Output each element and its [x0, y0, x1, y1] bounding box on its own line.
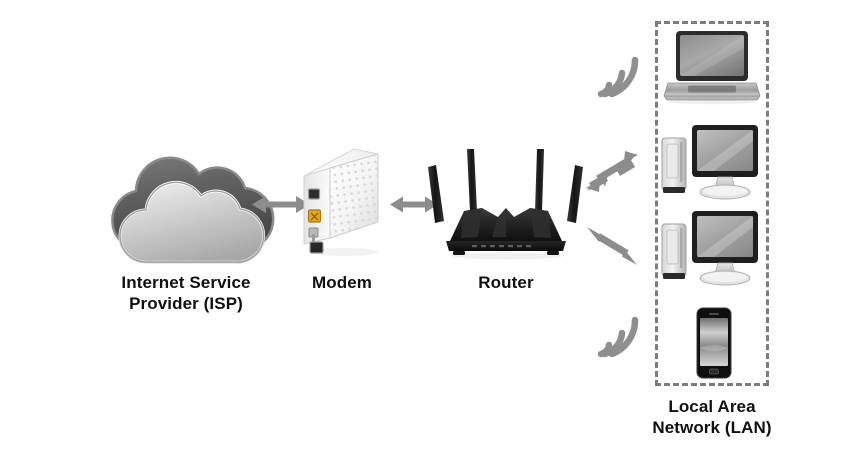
connection-isp-modem: [252, 192, 310, 218]
connection-modem-router: [390, 192, 438, 218]
lan-device-smartphone: [694, 307, 734, 379]
router-antennas: [428, 149, 583, 223]
smartphone-icon: [696, 307, 732, 379]
cloud-icon: [111, 156, 275, 264]
desktop-computer-icon: [661, 125, 758, 200]
router-icon: [428, 149, 583, 260]
wifi-signal-icon: [597, 56, 639, 98]
lan-device-desktop-2: [658, 208, 762, 290]
double-arrow-diagonal-icon: [587, 227, 637, 265]
connection-router-desktop-2: [586, 224, 638, 268]
router-node: [420, 145, 592, 260]
lan-boundary-box: [655, 21, 769, 386]
modem-icon: [303, 148, 379, 256]
connection-router-desktop-1: [586, 150, 638, 194]
lan-label: Local Area Network (LAN): [652, 397, 772, 437]
wifi-signal-smartphone: [595, 308, 641, 358]
lan-device-laptop: [663, 28, 761, 105]
double-arrow-horizontal-icon: [390, 196, 438, 213]
laptop-icon: [663, 31, 761, 105]
double-arrow-diagonal-icon: [586, 151, 638, 192]
desktop-computer-icon: [661, 211, 758, 286]
lan-device-desktop-1: [658, 122, 762, 204]
double-arrow-horizontal-icon: [252, 196, 310, 213]
isp-label: Internet Service Provider (ISP): [121, 273, 251, 313]
modem-node: [286, 134, 398, 260]
wifi-signal-icon: [597, 316, 639, 358]
wifi-signal-laptop: [595, 48, 641, 98]
isp-node: [96, 150, 276, 268]
modem-label: Modem: [312, 273, 372, 292]
router-label: Router: [478, 273, 534, 292]
